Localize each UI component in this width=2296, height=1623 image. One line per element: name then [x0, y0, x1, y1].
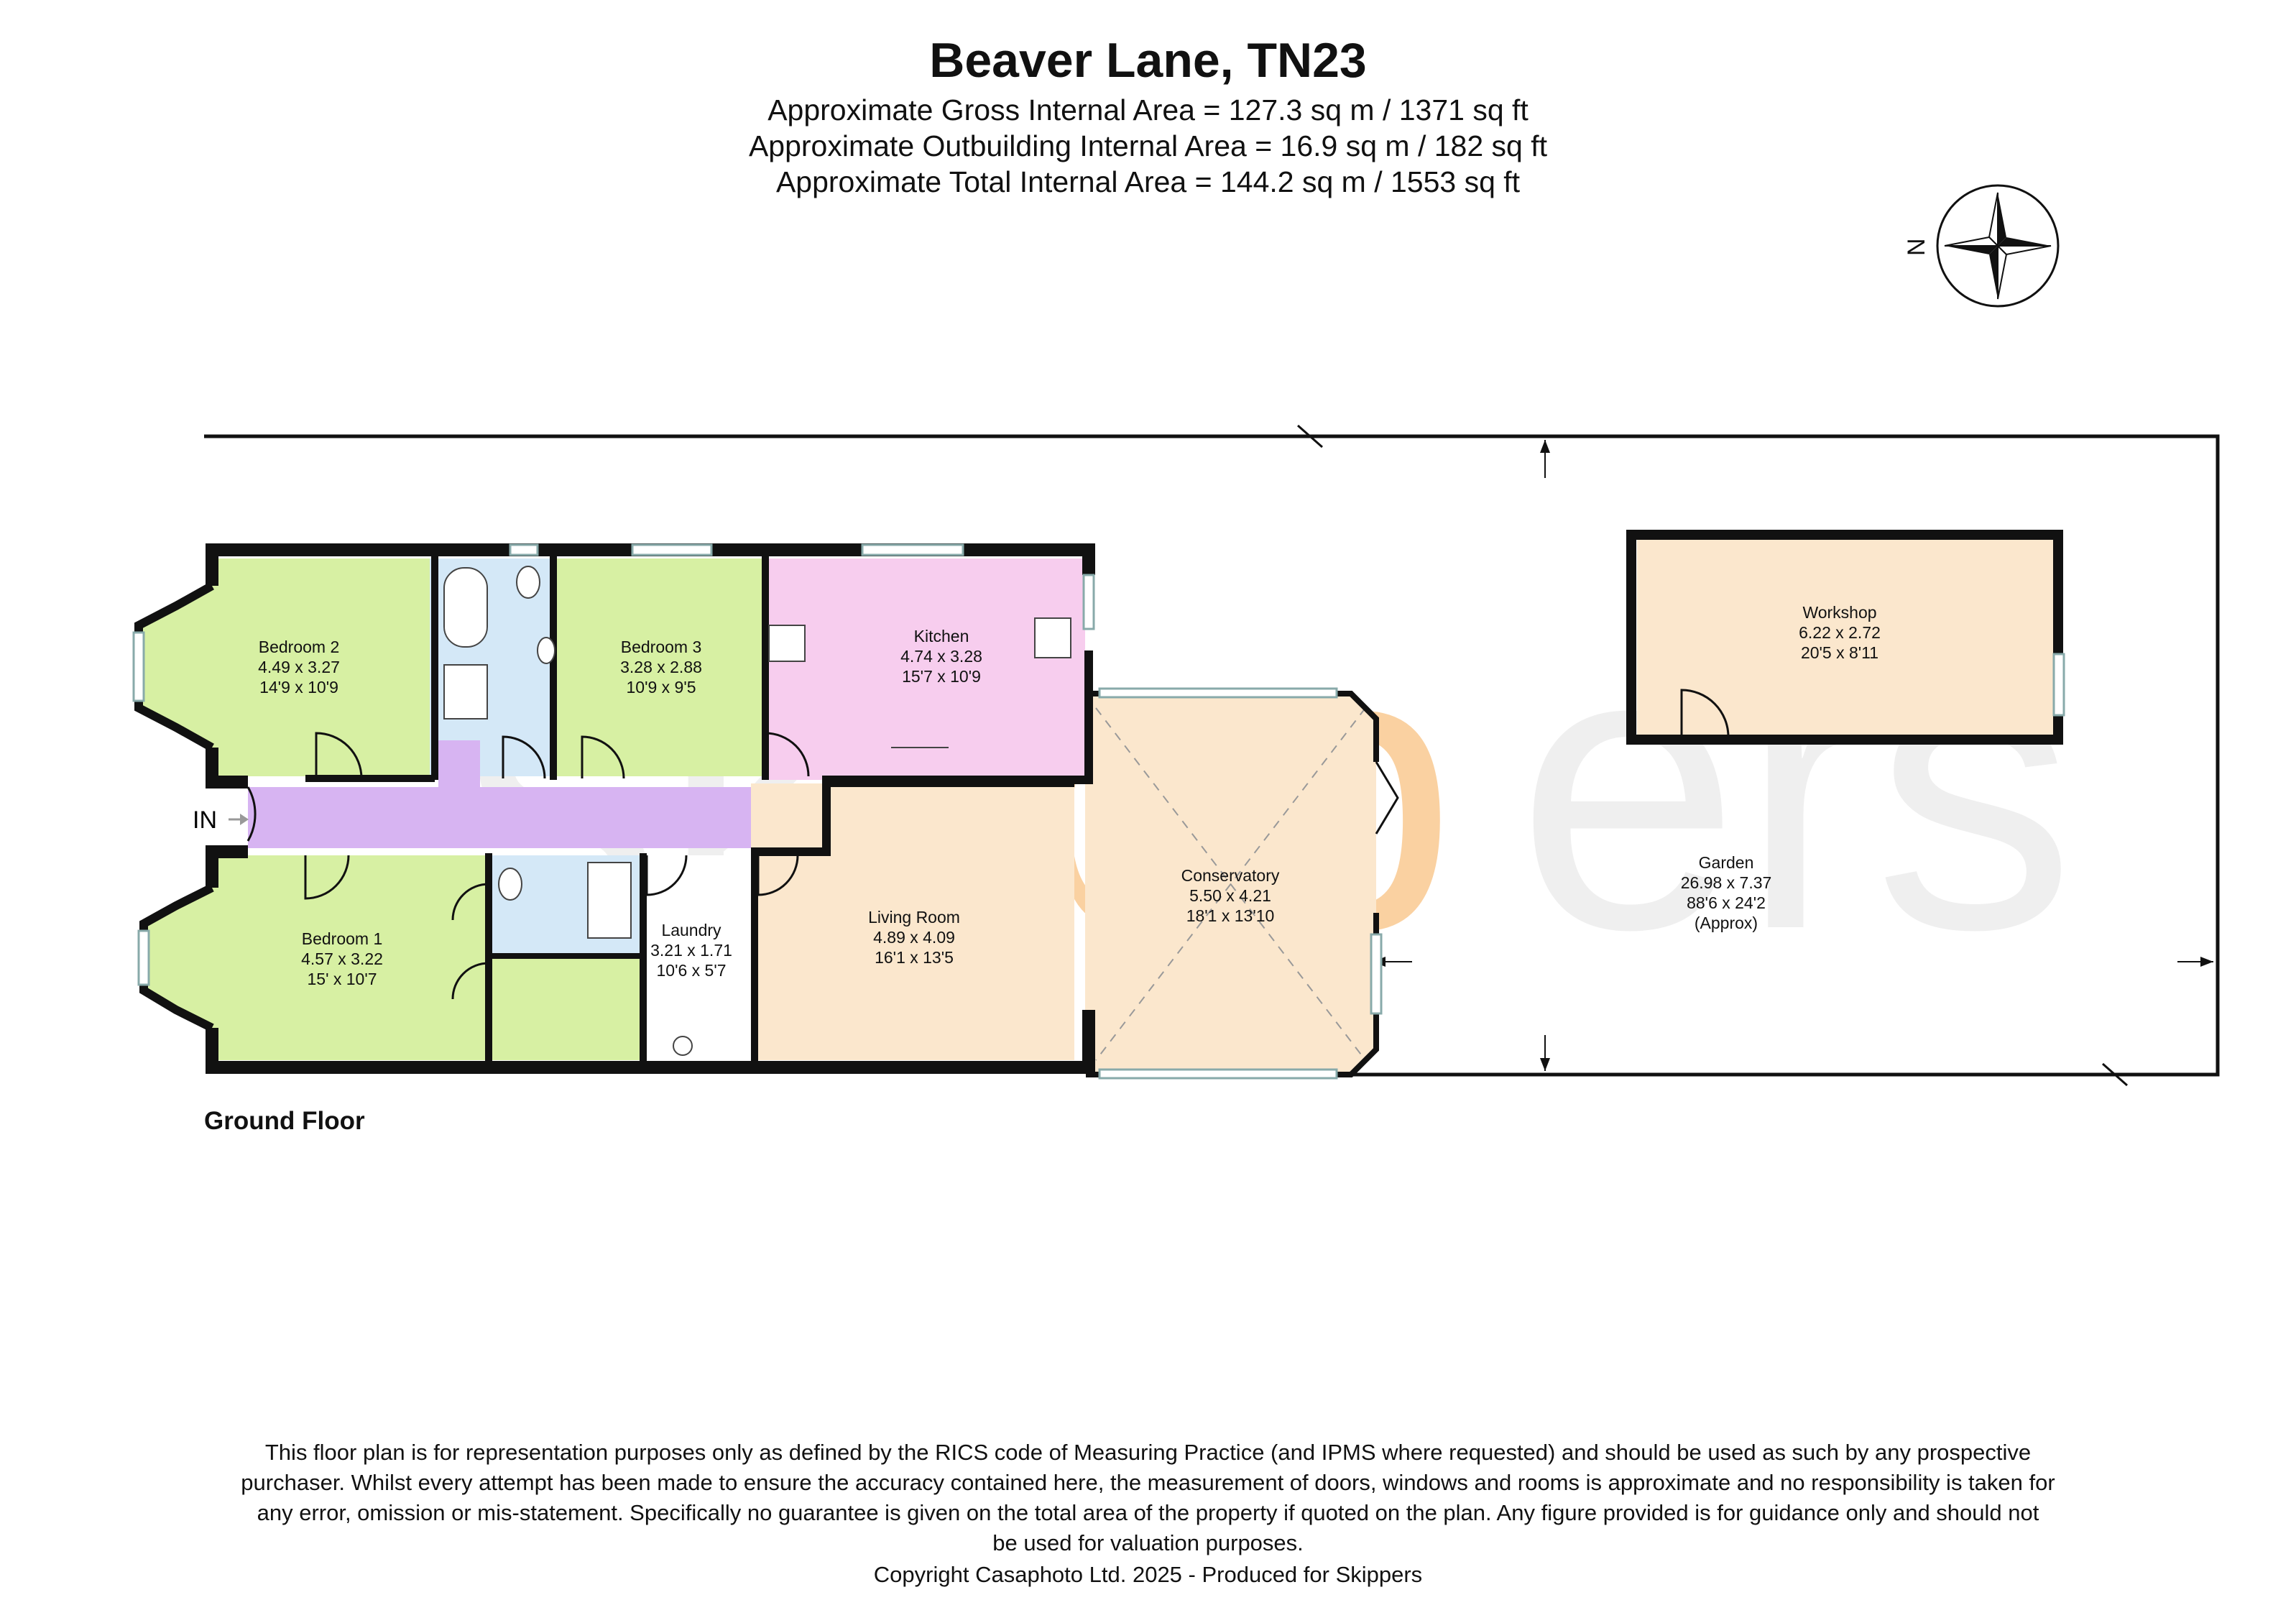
total-area-line: Approximate Total Internal Area = 144.2 …: [775, 165, 1521, 198]
kitchen-name: Kitchen: [914, 627, 969, 645]
page-title: Beaver Lane, TN23: [929, 33, 1367, 88]
garden-name: Garden: [1699, 853, 1754, 872]
garden-metric: 26.98 x 7.37: [1681, 873, 1772, 892]
living-room-imperial: 16'1 x 13'5: [875, 948, 954, 967]
bedroom-2-area: [139, 558, 430, 776]
conservatory-diagonals: [1095, 707, 1366, 1061]
sink-icon: [1034, 617, 1071, 658]
outbuilding-area-line: Approximate Outbuilding Internal Area = …: [748, 129, 1548, 162]
bedroom-1-name: Bedroom 1: [302, 929, 383, 948]
living-room-metric: 4.89 x 4.09: [873, 928, 955, 947]
door-conservatory: [1375, 761, 1399, 835]
windows: [132, 543, 2065, 1080]
door-bedroom-1-annex: [451, 962, 489, 1000]
compass-icon: N: [1903, 184, 2060, 308]
bedroom-1-imperial: 15' x 10'7: [307, 970, 377, 988]
compass-letter: N: [1903, 238, 1930, 256]
bedroom-3-metric: 3.28 x 2.88: [620, 658, 702, 676]
entrance-marker: IN: [193, 806, 249, 834]
gross-area-line: Approximate Gross Internal Area = 127.3 …: [767, 93, 1529, 127]
laundry-metric: 3.21 x 1.71: [650, 941, 732, 960]
workshop-imperial: 20'5 x 8'11: [1801, 643, 1878, 662]
workshop-metric: 6.22 x 2.72: [1799, 623, 1881, 642]
entrance-label: IN: [193, 806, 217, 834]
shower-tray-icon: [443, 664, 488, 719]
window-kitchen-side: [1082, 574, 1095, 630]
room-labels: Bedroom 2 4.49 x 3.27 14'9 x 10'9 Bedroo…: [258, 603, 1881, 988]
doors: [246, 689, 1730, 1000]
garden-imperial: 88'6 x 24'2: [1687, 893, 1766, 912]
kitchen-imperial: 15'7 x 10'9: [902, 667, 981, 686]
bedroom-1-area: [144, 855, 496, 1060]
conservatory-metric: 5.50 x 4.21: [1189, 886, 1271, 905]
ensuite-toilet-icon: [498, 868, 522, 901]
laundry-area: [643, 855, 751, 1060]
door-kitchen: [765, 732, 810, 777]
disclaimer-line: any error, omission or mis-statement. Sp…: [257, 1500, 2039, 1525]
window-workshop: [2052, 653, 2065, 717]
bedroom-2-name: Bedroom 2: [259, 638, 340, 656]
ensuite-shower-icon: [587, 862, 632, 939]
living-room-name: Living Room: [868, 908, 960, 927]
window-bedroom-3: [631, 543, 713, 556]
laundry-name: Laundry: [661, 921, 721, 939]
bedroom-3-area: [552, 558, 762, 776]
laundry-imperial: 10'6 x 5'7: [656, 961, 726, 980]
door-bedroom-3: [581, 735, 625, 779]
disclaimer-line: This floor plan is for representation pu…: [264, 1440, 2032, 1465]
bedroom-1-metric: 4.57 x 3.22: [301, 950, 383, 968]
kitchen-area: [762, 558, 1085, 780]
door-living: [757, 855, 799, 896]
hallway-nook: [438, 740, 480, 791]
door-bedroom-1: [304, 855, 350, 900]
bedroom-2-metric: 4.49 x 3.27: [258, 658, 340, 676]
washing-machine-icon: [673, 1036, 693, 1056]
door-ensuite: [451, 883, 489, 921]
window-conservatory-bottom: [1098, 1068, 1338, 1080]
window-bedroom-1: [137, 929, 150, 986]
basin-icon: [537, 637, 555, 664]
bedroom-3-name: Bedroom 3: [621, 638, 702, 656]
window-bedroom-2: [132, 631, 145, 702]
bath-icon: [443, 567, 488, 648]
window-bathroom: [509, 543, 539, 556]
window-conservatory-top: [1098, 687, 1338, 699]
workshop-name: Workshop: [1802, 603, 1876, 622]
conservatory-name: Conservatory: [1181, 866, 1280, 885]
conservatory-imperial: 18'1 x 13'10: [1186, 906, 1275, 925]
door-bedroom-2: [315, 732, 363, 779]
fixtures: [443, 566, 1071, 1056]
garden-note: (Approx): [1695, 914, 1758, 932]
header: Beaver Lane, TN23 Approximate Gross Inte…: [0, 29, 2296, 200]
window-kitchen: [861, 543, 964, 556]
disclaimer-line: be used for valuation purposes.: [992, 1530, 1304, 1555]
floor-label: Ground Floor: [204, 1107, 365, 1135]
bedroom-2-imperial: 14'9 x 10'9: [259, 678, 338, 696]
kitchen-metric: 4.74 x 3.28: [900, 647, 982, 666]
bedroom-1-annex: [496, 956, 643, 1060]
hallway-area: [248, 787, 823, 848]
door-workshop: [1680, 689, 1730, 737]
disclaimer: This floor plan is for representation pu…: [144, 1438, 2152, 1590]
disclaimer-line: purchaser. Whilst every attempt has been…: [241, 1470, 2055, 1495]
bedroom-3-imperial: 10'9 x 9'5: [626, 678, 696, 696]
copyright: Copyright Casaphoto Ltd. 2025 - Produced…: [873, 1562, 1423, 1587]
hob-icon: [768, 625, 806, 662]
workshop-area: [1637, 539, 2054, 737]
door-bathroom: [502, 735, 546, 779]
front-door: [246, 786, 257, 842]
window-conservatory-side: [1370, 933, 1383, 1015]
toilet-icon: [516, 566, 540, 599]
living-room-area: [751, 783, 1074, 1060]
door-laundry: [645, 855, 688, 896]
